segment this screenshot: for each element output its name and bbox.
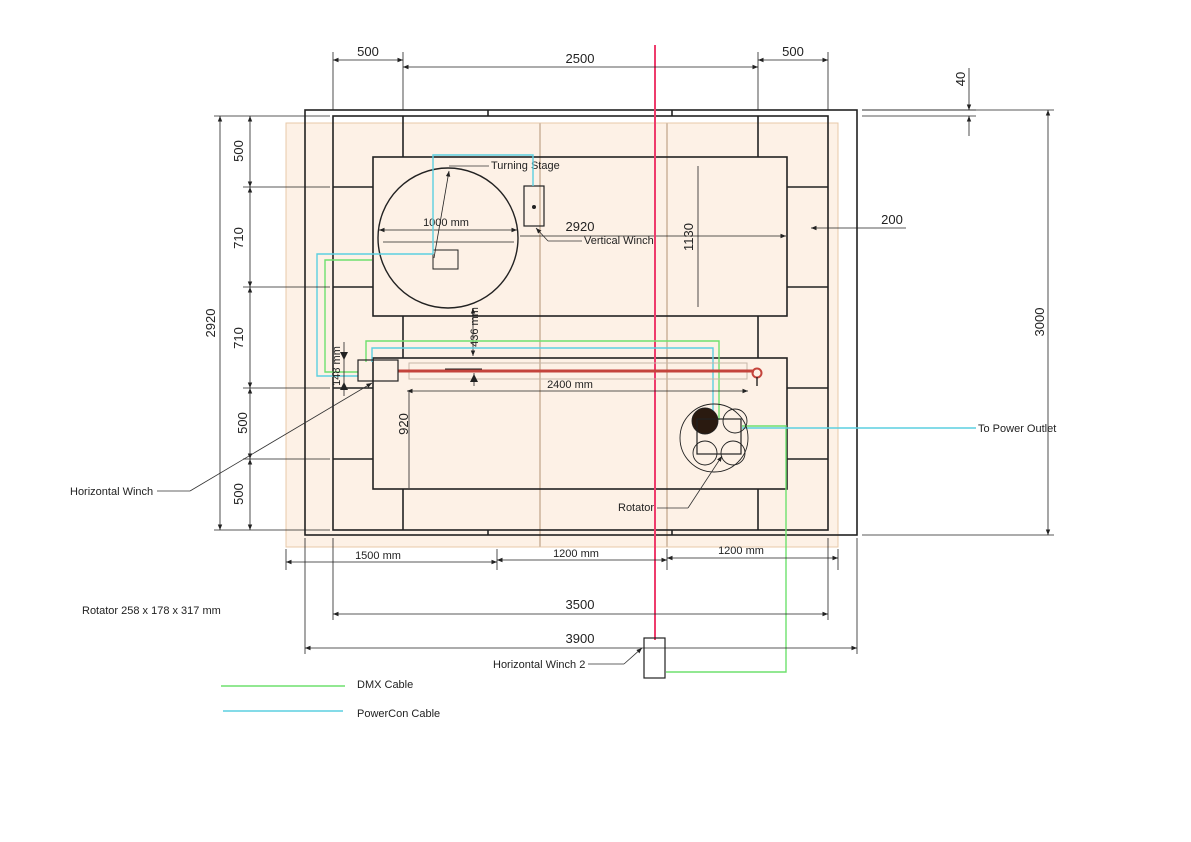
vertical-winch-leader-b (535, 227, 549, 242)
rotator-leader-b (687, 455, 723, 509)
dim-bottom-1500: 1500 mm (355, 550, 401, 562)
dim-bottom-1200-b: 1200 mm (718, 545, 764, 557)
track-length-label: 2400 mm (547, 379, 593, 391)
stage-clearance-label: 436 mm (469, 307, 481, 347)
dim-left-500-c: 500 (231, 483, 246, 505)
turning-stage-circle (377, 167, 519, 309)
track-length-tick-arrow (470, 374, 478, 382)
dim-bottom-3500: 3500 (566, 597, 595, 612)
stage-diameter-label: 1000 mm (423, 217, 469, 229)
dim-top-center: 2500 (566, 51, 595, 66)
dim-left-500-a: 500 (231, 140, 246, 162)
top-dimension-lines (332, 52, 829, 110)
dim-bottom-1200-a: 1200 mm (553, 548, 599, 560)
rotator (679, 403, 749, 473)
vertical-winch-label: Vertical Winch (584, 235, 654, 247)
dim-right-total: 3000 (1032, 308, 1047, 337)
platform-segments (333, 110, 828, 535)
upper-platform (372, 156, 788, 317)
dim-top-gap: 40 (953, 72, 968, 86)
turning-stage-label: Turning Stage (491, 160, 560, 172)
lower-height-label: 920 (396, 413, 411, 435)
stage-radius-line (433, 170, 451, 259)
horizontal-winch (357, 359, 399, 382)
legend-dmx-label: DMX Cable (357, 679, 413, 691)
winch-offset-arrow-top (340, 352, 348, 360)
horizontal-winch-2 (643, 637, 666, 679)
legend: DMX Cable PowerCon Cable (221, 679, 440, 720)
upper-length-label: 2920 (566, 219, 595, 234)
power-outlet-label: To Power Outlet (978, 423, 1056, 435)
dim-top-right: 500 (782, 44, 804, 59)
dim-left-500-b: 500 (235, 412, 250, 434)
dmx-cable-route (324, 259, 787, 673)
floor-area (285, 122, 839, 548)
rotator-note: Rotator 258 x 178 x 317 mm (82, 605, 221, 617)
legend-powercon-label: PowerCon Cable (357, 708, 440, 720)
dim-top-left: 500 (357, 44, 379, 59)
dim-right-offset: 200 (881, 212, 903, 227)
upper-height-label: 1130 (681, 223, 696, 251)
vertical-winch-dot (532, 205, 536, 209)
rotator-label: Rotator (618, 502, 654, 514)
horizontal-winch-2-leader-b (623, 647, 643, 665)
dim-bottom-3900: 3900 (566, 631, 595, 646)
turning-stage-motor (432, 249, 459, 270)
dim-left-total: 2920 (203, 309, 218, 338)
winch-offset-arrow-bottom (340, 382, 348, 390)
lower-platform (372, 357, 788, 490)
dim-left-710-a: 710 (231, 227, 246, 249)
right-dimension-lines (811, 109, 1054, 536)
left-dimension-lines (214, 115, 330, 531)
outer-frame (304, 109, 858, 536)
bottom-dimension-lines (285, 538, 858, 654)
inner-frame (332, 115, 829, 531)
winch-offset-label: 148 mm (331, 346, 343, 386)
vertical-winch (523, 185, 545, 227)
horizontal-winch-label: Horizontal Winch (70, 486, 153, 498)
dim-left-710-b: 710 (231, 327, 246, 349)
horizontal-winch-2-label: Horizontal Winch 2 (493, 659, 585, 671)
